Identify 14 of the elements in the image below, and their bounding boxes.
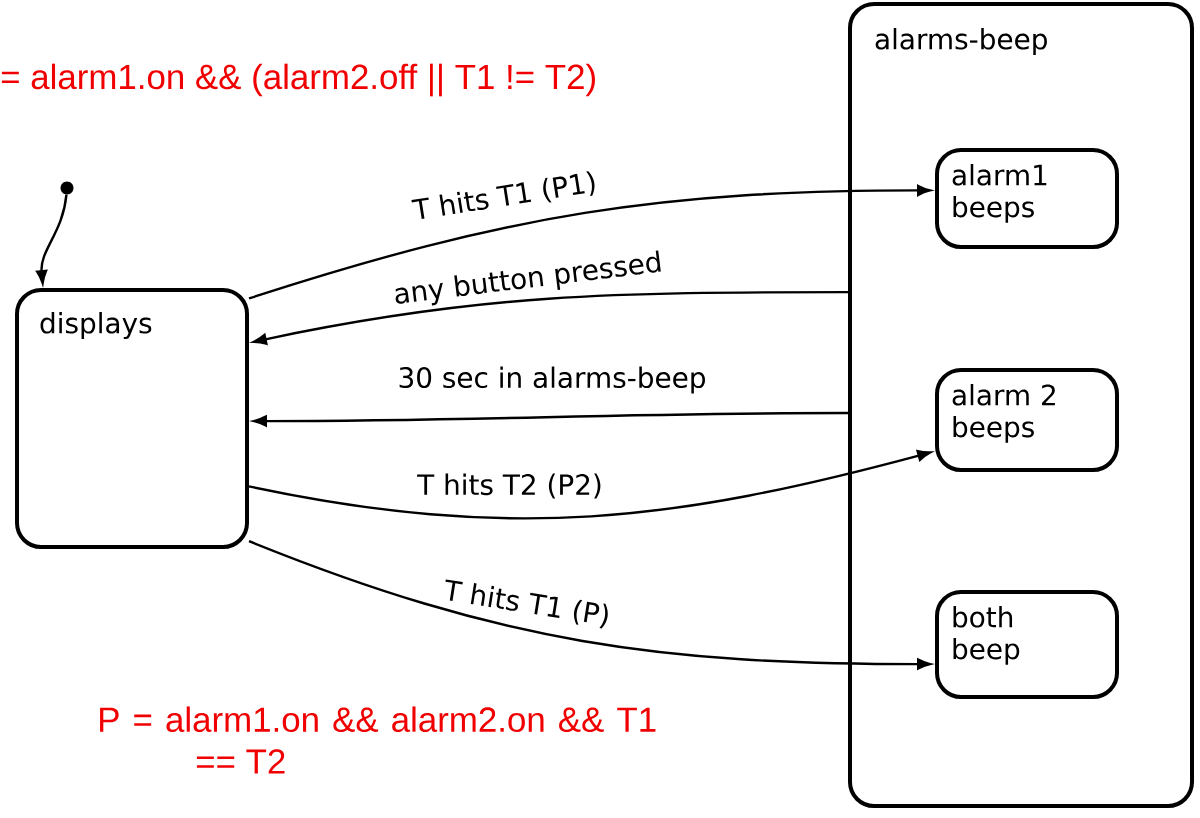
arrow bbox=[252, 411, 848, 427]
edge-label: T hits T1 (P) bbox=[439, 576, 615, 632]
state-box: alarm 2 beeps bbox=[935, 368, 1119, 472]
state-box: alarm1 beeps bbox=[935, 148, 1119, 249]
edge-label: 30 sec in alarms-beep bbox=[395, 364, 709, 396]
arrow bbox=[248, 450, 932, 520]
condition-note: = alarm1.on && (alarm2.off || T1 != T2) bbox=[1, 63, 595, 97]
state-box: displays bbox=[15, 288, 249, 549]
edge-label: T hits T2 (P2) bbox=[415, 471, 605, 501]
arrow bbox=[252, 290, 848, 345]
state-box: both beep bbox=[935, 590, 1119, 699]
condition-note: P = alarm1.on && alarm2.on && T1 == T2 bbox=[100, 706, 656, 774]
arrow bbox=[248, 540, 932, 670]
arrow bbox=[36, 194, 68, 285]
